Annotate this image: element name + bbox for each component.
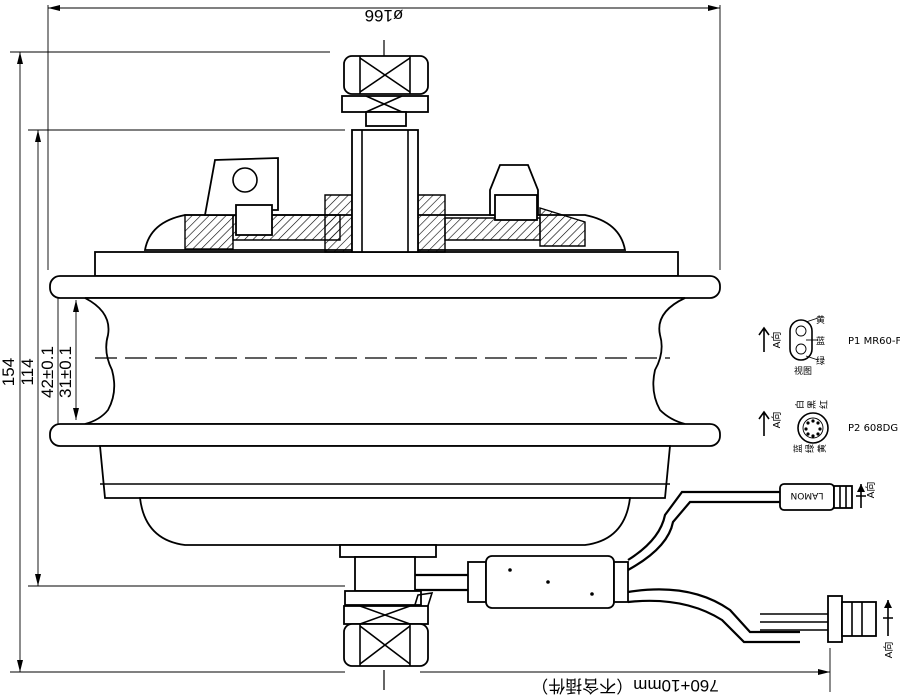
dimension-height-total: 154 [0,51,345,673]
p2-wire-top-1: 白 [794,400,806,409]
lower-connector: A向 [760,595,895,659]
connector-p2: A向 白 黑 红 蓝 绿 黄 P2 608DG [758,400,898,453]
p2-direction: A向 [770,412,783,429]
p2-wire-bottom-3: 黄 [816,444,828,453]
dimension-height-inner: 114 [18,129,345,587]
dimension-cable-length: 760+10mm（不含插件） [420,648,831,695]
p2-wire-top-2: 黑 [807,400,818,409]
lower-connector-direction: A向 [882,642,895,659]
dimension-offset-a-label: 42±0.1 [38,346,57,398]
p2-label: P2 608DG [848,423,898,434]
dimension-height-total-label: 154 [0,358,18,386]
bottom-nut-assembly [339,544,437,667]
dimension-cable-length-label: 760+10mm（不含插件） [531,676,719,695]
dimension-offset-b-label: 31±0.1 [56,346,75,398]
hub-shell [49,275,721,546]
connector-p1: A向 黄 蓝 绿 视图 P1 MR60-F [758,314,900,377]
plug-brand-label: LAMON [791,490,824,500]
cable-harness [415,490,800,644]
p1-label: P1 MR60-F [848,336,900,347]
upper-plug: LAMON A向 [779,482,877,511]
p2-wire-bottom-2: 绿 [804,444,816,453]
p2-wire-bottom-1: 蓝 [792,444,804,453]
upper-plug-direction: A向 [864,482,877,499]
p1-wire-3: 绿 [816,355,825,367]
p1-view-label: 视图 [794,365,812,377]
dimension-height-inner-label: 114 [18,358,37,385]
dimension-diameter: ø166 [47,5,721,270]
p1-wire-1: 黄 [816,314,825,326]
p2-wire-top-3: 红 [818,400,830,409]
dimension-diameter-label: ø166 [365,6,404,25]
p1-wire-2: 蓝 [816,335,825,347]
upper-housing [94,129,679,277]
dimension-offset-b: 31±0.1 [56,300,79,420]
p1-direction: A向 [770,332,783,349]
